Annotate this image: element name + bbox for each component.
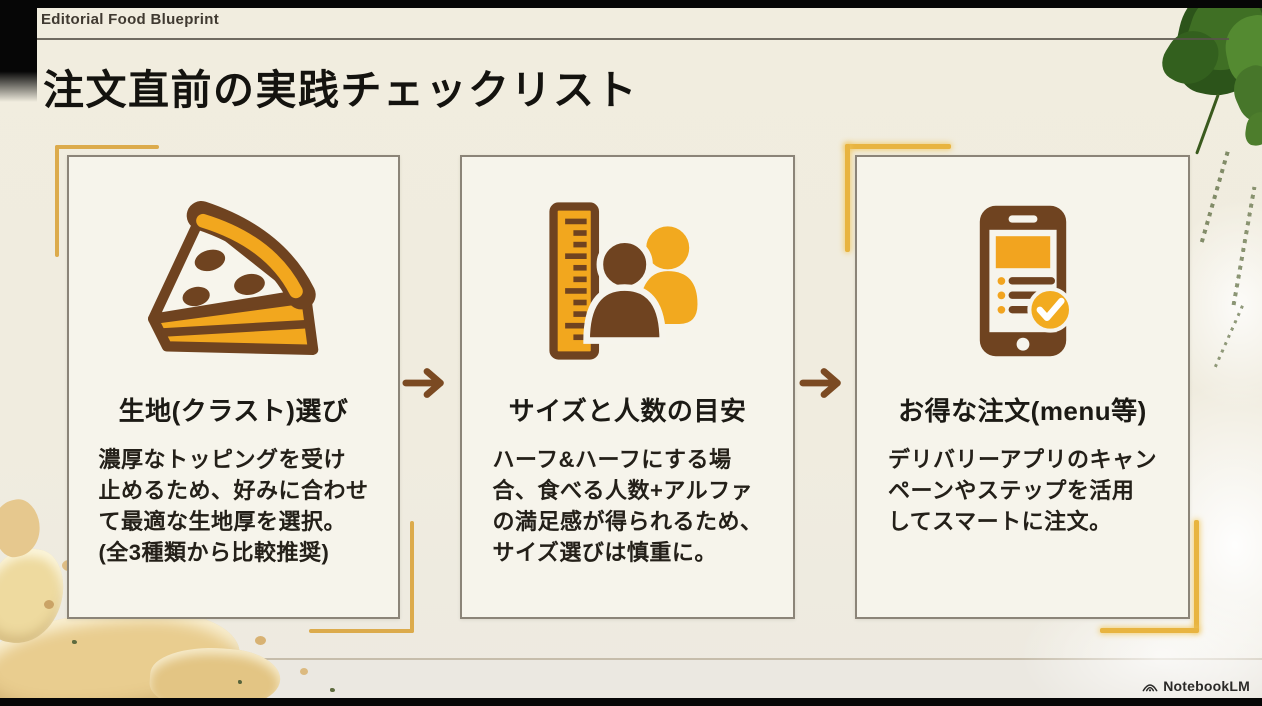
card-body: 濃厚なトッピングを受け 止めるため、好みに合わせ て最適な生地厚を選択。 (全3…: [98, 447, 369, 565]
arrow-right-icon: [799, 364, 849, 402]
parsley-stem: [1195, 93, 1220, 155]
corner-bracket: [1194, 520, 1199, 632]
header-kicker: Editorial Food Blueprint: [41, 11, 220, 28]
cheese-crumb: [300, 668, 308, 675]
letterbox-left: [0, 0, 37, 102]
corner-bracket: [845, 144, 850, 252]
herb-speck: [330, 688, 335, 692]
smartphone-check-icon: [943, 193, 1103, 369]
corner-bracket: [55, 145, 59, 257]
cheese-crumb: [255, 636, 266, 645]
arrow-right-icon: [402, 364, 452, 402]
notebooklm-watermark: NotebookLM: [1142, 678, 1250, 694]
corner-bracket: [309, 629, 414, 633]
corner-bracket: [1100, 628, 1199, 633]
ruler-people-icon: [537, 193, 719, 369]
card-title: サイズと人数の目安: [508, 396, 747, 426]
herb-speck: [72, 640, 77, 644]
card-crust-choice: 生地(クラスト)選び 濃厚なトッピングを受け 止めるため、好みに合わせ て最適な…: [67, 155, 400, 619]
card-body: デリバリーアプリのキャン ペーンやステップを活用 してスマートに注文。: [887, 447, 1158, 534]
surface-seam-line: [0, 658, 1262, 660]
card-title: お得な注文(menu等): [898, 396, 1147, 426]
cheese-crumb: [44, 600, 54, 609]
corner-bracket: [55, 145, 159, 149]
header-rule: [37, 38, 1229, 40]
corner-bracket: [410, 521, 414, 633]
watermark-label: NotebookLM: [1163, 678, 1250, 694]
card-body: ハーフ&ハーフにする場 合、食べる人数+アルファ の満足感が得られるため、 サイ…: [492, 447, 763, 565]
herb-speck: [238, 680, 242, 684]
card-size-people: サイズと人数の目安 ハーフ&ハーフにする場 合、食べる人数+アルファ の満足感が…: [460, 155, 795, 619]
page-title: 注文直前の実践チェックリスト: [43, 67, 638, 113]
corner-bracket: [845, 144, 951, 149]
letterbox-bottom: [0, 698, 1262, 706]
notebooklm-logo-icon: [1142, 684, 1158, 692]
letterbox-top: [0, 0, 1262, 8]
pizza-slice-icon: [136, 193, 332, 369]
card-title: 生地(クラスト)選び: [118, 396, 349, 426]
card-deal-order: お得な注文(menu等) デリバリーアプリのキャン ペーンやステップを活用 して…: [855, 155, 1190, 619]
